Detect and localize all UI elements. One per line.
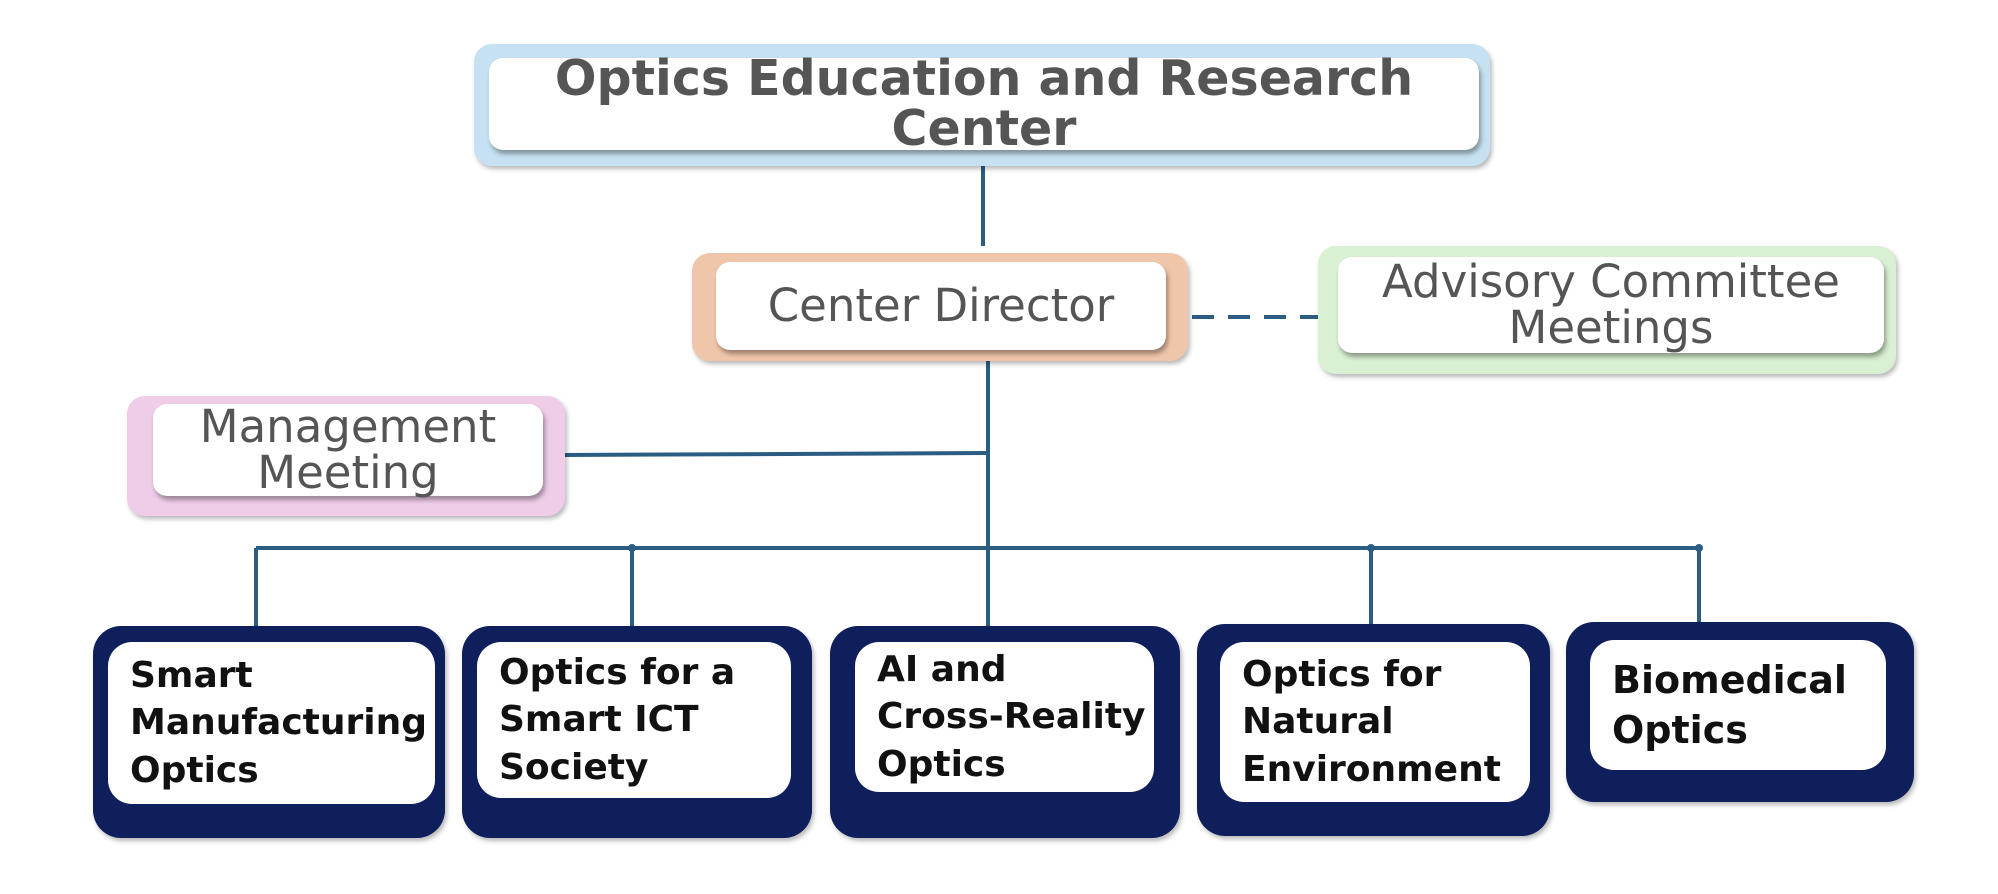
group-label-ai-cross-reality: AI and Cross-Reality Optics (877, 648, 1146, 785)
group-label-smart-manufacturing: Smart Manufacturing Optics (130, 654, 427, 791)
group-label-biomedical: Biomedical Optics (1612, 657, 1847, 752)
management-meeting-label: Management Meeting (199, 400, 497, 499)
group-inner-smart-ict: Optics for a Smart ICT Society (477, 642, 791, 798)
center-director-inner: Center Director (716, 262, 1166, 350)
group-inner-ai-cross-reality: AI and Cross-Reality Optics (855, 642, 1154, 792)
group-label-smart-ict: Optics for a Smart ICT Society (499, 651, 736, 788)
management-meeting-inner: Management Meeting (153, 404, 543, 496)
connector-management (564, 451, 989, 457)
group-inner-natural-environment: Optics for Natural Environment (1220, 642, 1530, 802)
org-title-inner: Optics Education and Research Center (489, 54, 1479, 153)
advisory-committee-inner: Advisory Committee Meetings (1338, 257, 1884, 353)
group-label-natural-environment: Optics for Natural Environment (1242, 653, 1501, 790)
center-director-label: Center Director (767, 279, 1115, 333)
group-inner-smart-manufacturing: Smart Manufacturing Optics (108, 642, 435, 804)
group-inner-biomedical: Biomedical Optics (1590, 640, 1886, 770)
advisory-committee-label: Advisory Committee Meetings (1382, 255, 1840, 354)
org-title: Optics Education and Research Center (554, 50, 1414, 157)
